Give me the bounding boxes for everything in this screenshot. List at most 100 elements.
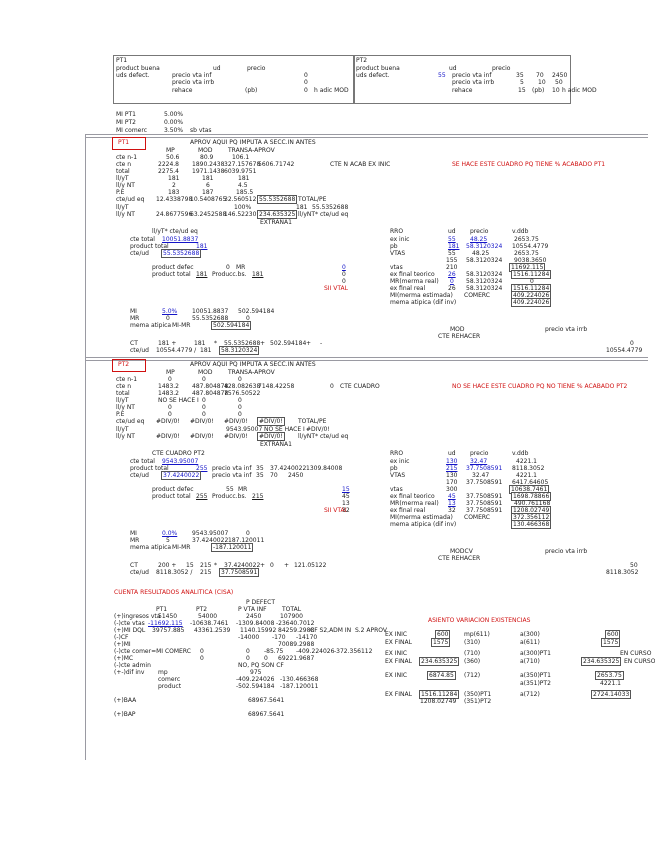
cell-text: + — [284, 562, 290, 569]
cell-text: PT1 — [156, 606, 168, 613]
cell-text: 200 + — [158, 562, 177, 569]
cell-text: precio vta inf — [212, 472, 252, 479]
cell-text: 1208.02749 — [420, 698, 457, 705]
cell-text: NO SE HACE I — [158, 397, 199, 404]
cell-text: 2653.75 — [514, 250, 539, 257]
cell-text: EXTRAÑA1 — [260, 219, 292, 226]
cell-text: 409.224026 — [510, 298, 552, 307]
cell-text: precio vta irrb — [172, 79, 215, 86]
cell-text: 1516.11284 — [510, 270, 552, 279]
cell-text: -85.75 — [264, 648, 284, 655]
cell-text: #DIV/0! — [190, 433, 214, 440]
cell-text: 13 — [342, 500, 350, 507]
cell-text: comerc — [158, 676, 181, 683]
cell-text: MOD — [450, 326, 465, 333]
cell-text: MI — [130, 530, 137, 537]
cell-text: 37.4240022 — [224, 562, 261, 569]
cell-text: cte/ud — [130, 250, 149, 257]
cell-text: precio vta inf — [212, 465, 252, 472]
cell-text: -130.466368 — [280, 676, 319, 683]
cell-text: 130 — [446, 458, 458, 465]
cell-text: a(300)PT1 — [520, 650, 551, 657]
cell-text: a(350)PT1 — [520, 672, 551, 679]
cell-text: 10 — [552, 87, 560, 94]
cell-text: -409.224026 — [236, 676, 275, 683]
cell-text: MP — [166, 369, 175, 376]
cell-text: 1140.15992 — [240, 627, 277, 634]
cell-text: 0 — [342, 264, 346, 271]
cell-text: + — [306, 340, 312, 347]
cell-text: 9543.95007 — [226, 426, 263, 433]
cell-text: 5 — [166, 537, 170, 544]
cell-text: 37.7508591 — [466, 465, 503, 472]
cell-text: (712) — [464, 672, 481, 679]
cell-text: CT — [130, 562, 138, 569]
cell-text: 181 — [196, 243, 208, 250]
cell-text: 215 — [446, 465, 458, 472]
cell-text: cte/ud — [130, 347, 149, 354]
cell-text: 55.5352688 — [224, 340, 261, 347]
cell-text: a(712) — [520, 691, 540, 698]
cell-text: ll/y NT — [116, 433, 135, 440]
cell-text: COMERC — [464, 514, 490, 521]
cell-text: 0 — [168, 376, 172, 383]
cell-text: 1483.2 — [158, 383, 179, 390]
cell-text: ll/yT — [116, 426, 129, 433]
cell-text: 2724.14033 — [590, 690, 632, 699]
cell-text: EN CURSO — [620, 650, 652, 657]
cell-text: 2275.4 — [158, 168, 179, 175]
cell-text: 1971.1438 — [192, 168, 225, 175]
cell-text: 70 — [536, 72, 544, 79]
cell-text: 10051.8837 — [162, 236, 199, 243]
cell-text: -14170 — [296, 634, 318, 641]
cell-text: pb — [390, 243, 398, 250]
cell-text: P VTA INF — [238, 606, 267, 613]
cell-text: CF S2,ADM IN S.2 APROV — [310, 627, 388, 634]
cell-text: vtas — [390, 264, 403, 271]
cell-text: ll/y NT — [116, 182, 135, 189]
cell-text: 181 — [168, 175, 180, 182]
cell-text: 9543.95007 — [192, 530, 229, 537]
cell-text: 55 — [448, 236, 456, 243]
cell-text: cte/ud — [130, 472, 149, 479]
grid-rule — [85, 357, 648, 358]
cell-text: 181 + — [158, 340, 177, 347]
cell-text: MR — [236, 264, 246, 271]
cell-text: SII VTAL — [324, 285, 349, 292]
cell-text: ex final teorico — [390, 493, 435, 500]
cell-text: precio vta irrb — [545, 326, 588, 333]
cell-text: 32 — [342, 507, 350, 514]
cell-text: (pb) — [245, 87, 258, 94]
cell-text: 4.5 — [238, 182, 248, 189]
cell-text: 0 — [342, 271, 346, 278]
cell-text: #DIV/0! — [257, 432, 285, 441]
cell-text: 487.804878 — [192, 383, 229, 390]
cell-text: 327.157678 — [224, 161, 261, 168]
cell-text: 43361.2539 — [194, 627, 231, 634]
cell-text: 10051.8837 — [192, 308, 229, 315]
cell-text: MI-MR — [172, 544, 191, 551]
cell-text: ex inic — [390, 236, 410, 243]
cell-text: MI(merma estimada) — [390, 514, 453, 521]
cell-text: MR — [130, 537, 140, 544]
cell-text: Producc.bs. — [212, 271, 247, 278]
cell-text: RRO — [390, 228, 404, 235]
cell-text: 0 — [202, 404, 206, 411]
cell-text: 487.804878 — [192, 390, 229, 397]
cell-text: CT — [130, 340, 138, 347]
cell-text: MI — [130, 308, 137, 315]
cell-text: EX FINAL — [385, 691, 412, 698]
cell-text: 37.4240022 — [192, 537, 229, 544]
cell-text: ud — [448, 450, 456, 457]
cell-text: 1516.11284 — [418, 690, 460, 699]
cell-text: product total — [152, 271, 191, 278]
cell-text: precio — [470, 450, 489, 457]
cell-text: APROV AQUI PQ IMPUTA A SECC.IN ANTES — [190, 139, 316, 146]
cell-text: MR — [238, 486, 248, 493]
cell-text: 6417.64605 — [512, 479, 549, 486]
cell-text: -14000 — [238, 634, 260, 641]
cell-text: mema atipica — [130, 322, 172, 329]
cell-text: 210 — [446, 264, 458, 271]
cell-text: 5.0% — [162, 308, 178, 315]
cell-text: 10554.4779 — [512, 243, 549, 250]
